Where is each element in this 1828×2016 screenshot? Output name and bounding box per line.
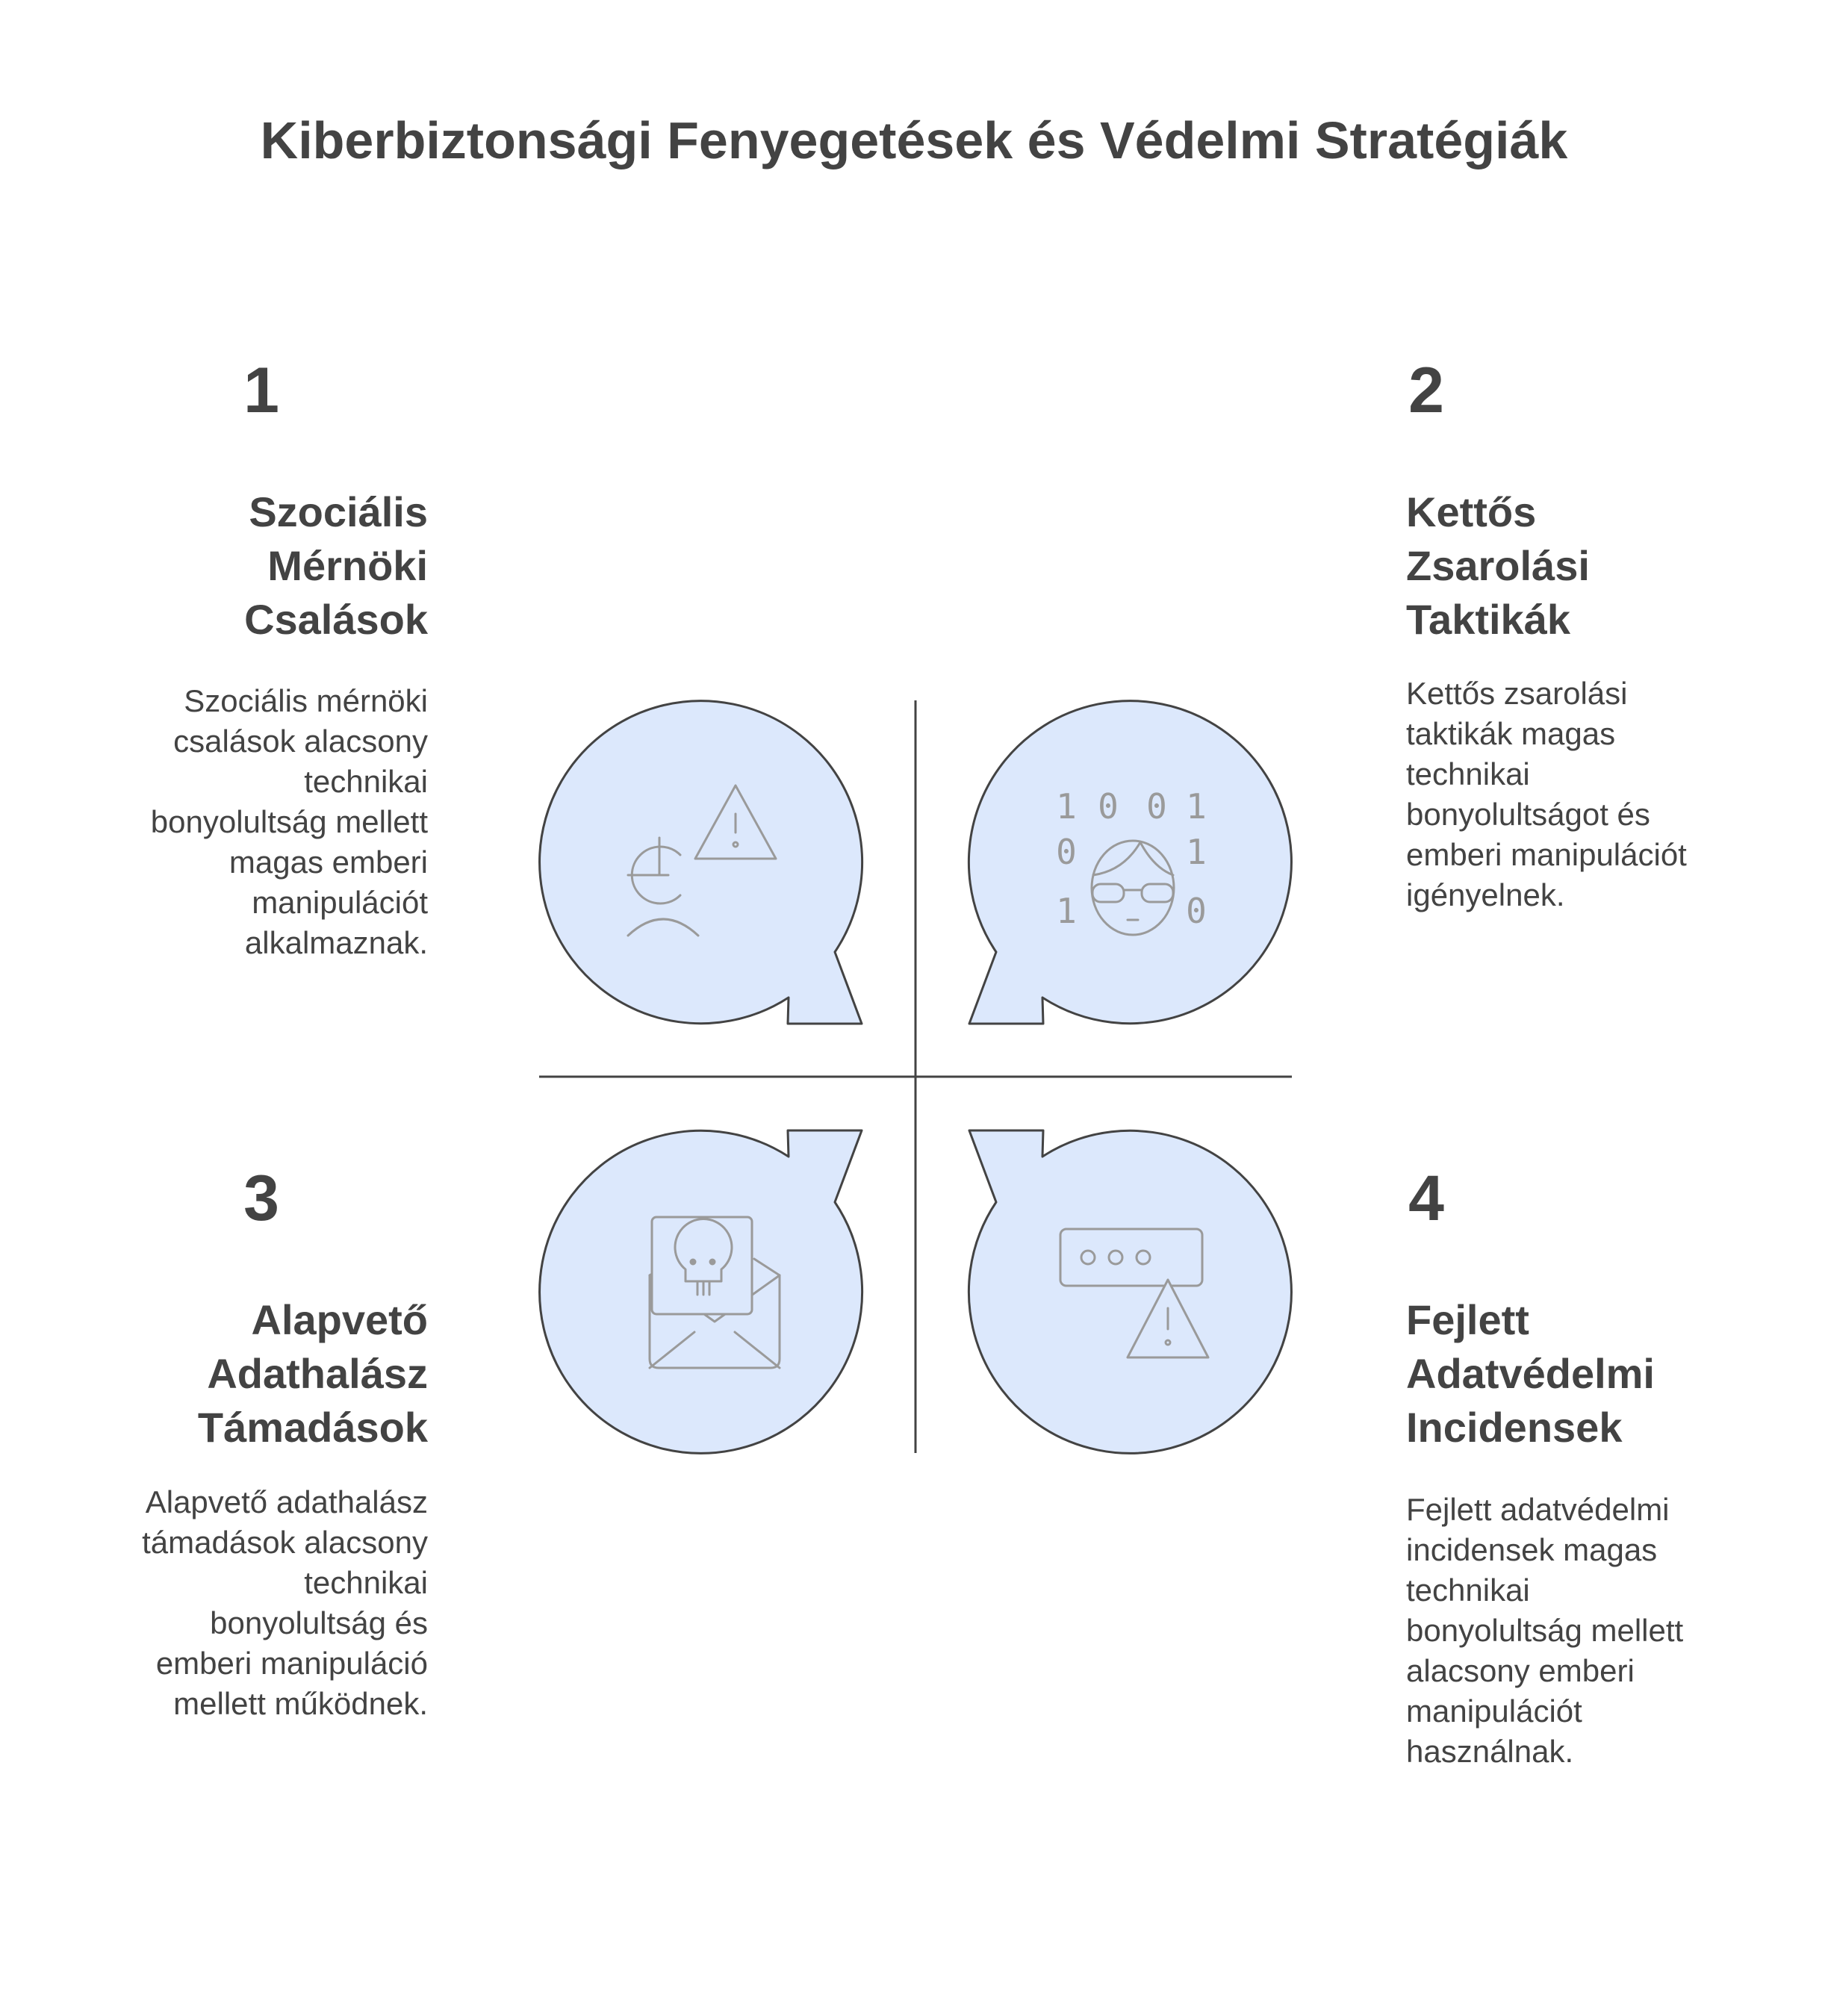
quadrant-4-heading: Fejlett Adatvédelmi Incidensek bbox=[1406, 1296, 1655, 1451]
page-title: Kiberbiztonsági Fenyegetések és Védelmi … bbox=[260, 111, 1568, 169]
quadrant-2-bubble bbox=[967, 700, 1293, 1025]
quadrant-3-heading: Alapvető Adathalász Támadások bbox=[197, 1296, 428, 1451]
binary-digit: 1 bbox=[1056, 786, 1077, 827]
quadrant-3-description: Alapvető adathalász támadások alacsony t… bbox=[142, 1484, 428, 1721]
password-warning-icon bbox=[1059, 1228, 1210, 1359]
quadrant-2-heading: Kettős Zsarolási Taktikák bbox=[1406, 488, 1590, 643]
binary-digit: 1 bbox=[1056, 891, 1077, 931]
quadrant-1-description: Szociális mérnöki csalások alacsony tech… bbox=[150, 683, 428, 960]
quadrant-4-description: Fejlett adatvédelmi incidensek magas tec… bbox=[1406, 1492, 1684, 1769]
binary-digit: 0 bbox=[1098, 786, 1119, 827]
binary-digit: 0 bbox=[1186, 891, 1207, 931]
quadrant-1-number: 1 bbox=[243, 355, 279, 426]
quadrant-4-number: 4 bbox=[1408, 1163, 1444, 1234]
quadrant-4-bubble bbox=[967, 1129, 1293, 1455]
binary-digit: 1 bbox=[1186, 832, 1207, 872]
quadrant-1-heading: Szociális Mérnöki Csalások bbox=[244, 488, 428, 643]
quadrant-1-bubble bbox=[538, 700, 864, 1025]
quadrant-3-number: 3 bbox=[243, 1163, 279, 1234]
phishing-email-skull-icon bbox=[648, 1216, 781, 1369]
quadrant-2-description: Kettős zsarolási taktikák magas technika… bbox=[1406, 676, 1687, 912]
binary-digit: 0 bbox=[1146, 786, 1167, 827]
binary-digit: 0 bbox=[1056, 832, 1077, 872]
hacker-binary-icon: 1 0 0 1 0 1 1 0 bbox=[1056, 786, 1207, 936]
quadrant-2-number: 2 bbox=[1408, 355, 1444, 426]
euro-user-warning-icon bbox=[627, 784, 777, 937]
binary-digit: 1 bbox=[1186, 786, 1207, 827]
